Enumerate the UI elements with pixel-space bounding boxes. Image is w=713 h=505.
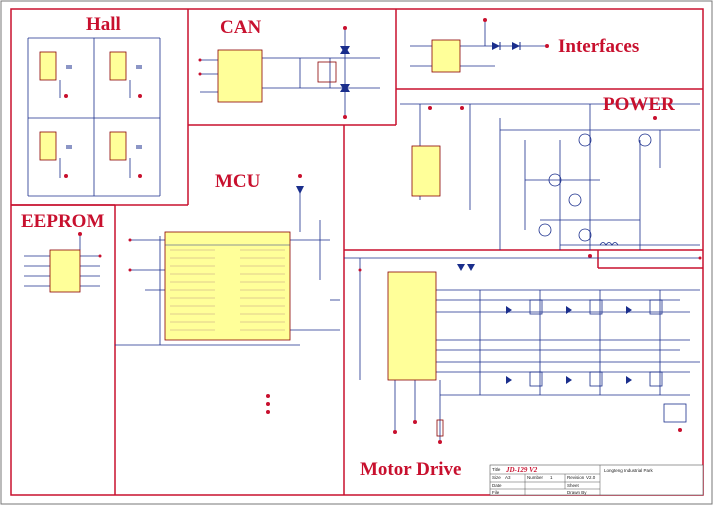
section-title-mcu: MCU	[215, 171, 261, 192]
title-block-revision-label: Revision	[567, 475, 585, 480]
interfaces-circuit	[410, 18, 549, 73]
motor-drive-circuit	[344, 256, 702, 444]
mosfet-bridge	[529, 299, 687, 423]
mcu-chip	[164, 231, 291, 341]
title-block-title: JD-129 V2	[505, 466, 538, 474]
sheet-frame-inner	[10, 8, 704, 496]
interface-regulator-chip	[431, 39, 461, 73]
hall-sensor-circuits	[27, 37, 161, 197]
can-transceiver-circuit	[198, 26, 380, 119]
can-choke	[317, 61, 337, 83]
hall-sensor-chip	[109, 51, 127, 81]
mcu-pin-rows	[170, 249, 285, 331]
svg-text:Title: Title	[492, 467, 501, 472]
section-title-power: POWER	[603, 94, 675, 115]
section-title-can: CAN	[220, 17, 262, 38]
title-block-size-label: Size	[492, 475, 501, 480]
title-block-sheet-label: Sheet	[567, 483, 580, 488]
hall-sensor-chip	[109, 131, 127, 161]
eeprom-chip	[49, 249, 81, 293]
section-dividers	[11, 9, 703, 495]
can-transceiver-chip	[217, 49, 263, 103]
title-block-revision-value: V2.0	[586, 475, 596, 480]
title-block-number-label: Number	[527, 475, 544, 480]
section-title-interfaces: Interfaces	[558, 36, 640, 57]
hall-sensor-chip	[39, 131, 57, 161]
hall-sensor-chip	[39, 51, 57, 81]
section-title-motor-drive: Motor Drive	[360, 459, 462, 480]
title-block-size-value: A3	[505, 475, 511, 480]
title-block-company: Longteng Industrial Park	[604, 468, 654, 473]
mcu-circuit	[115, 174, 340, 414]
section-title-eeprom: EEPROM	[21, 211, 105, 232]
eeprom-circuit	[24, 232, 102, 293]
shunt-resistor	[436, 419, 444, 437]
gate-driver-chip	[387, 271, 437, 381]
title-block-file-label: File	[492, 490, 500, 495]
power-regulator-chip	[411, 145, 441, 197]
title-block-date-label: Date	[492, 483, 502, 488]
power-supply-circuit	[400, 103, 700, 258]
title-block-drawn-label: Drawn By	[567, 490, 587, 495]
section-title-hall: Hall	[86, 14, 121, 35]
title-block-number-value: 1	[550, 475, 553, 480]
title-block: Title JD-129 V2 Size A3 Number 1 Revisio…	[489, 464, 704, 496]
